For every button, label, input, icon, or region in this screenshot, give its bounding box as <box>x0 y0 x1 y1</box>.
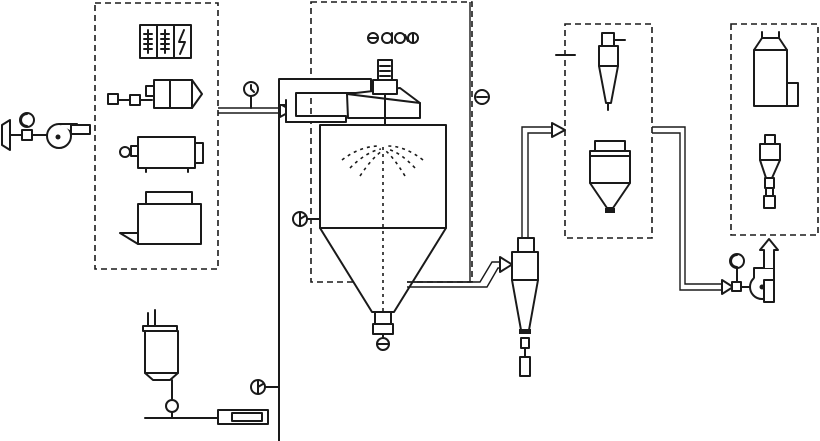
heater-options-group <box>94 2 219 270</box>
coal-furnace-heater <box>119 191 202 245</box>
wet-scrubber <box>753 31 799 107</box>
supply-fan <box>46 123 91 149</box>
exhaust-stack-cyclone <box>759 134 781 209</box>
air-filter <box>1 119 47 151</box>
drying-chamber <box>319 124 447 351</box>
steam-heater <box>119 136 204 173</box>
electric-heater <box>139 24 192 59</box>
exhaust-treatment-group <box>730 23 819 236</box>
atomizer-drive-icons <box>367 32 419 44</box>
feed-line-gauge <box>250 379 280 395</box>
exhaust-duct <box>652 126 734 295</box>
hot-air-distributor <box>278 78 421 123</box>
chamber-outlet-duct <box>407 2 513 288</box>
exhaust-temperature-gauge <box>729 253 745 283</box>
supply-fan-motor-gauge <box>19 112 35 128</box>
feed-tank <box>142 309 179 381</box>
feed-pump <box>144 379 269 425</box>
primary-cyclone <box>511 237 539 377</box>
bag-filter <box>589 140 631 213</box>
exhaust-fan <box>731 267 775 303</box>
spray-pattern <box>341 145 424 177</box>
exhaust-riser-arrow <box>759 238 779 268</box>
secondary-cyclone <box>598 32 626 111</box>
oil-burner-heater <box>107 79 203 109</box>
atomizer-gauge <box>474 89 490 105</box>
inlet-temperature-gauge <box>243 81 259 109</box>
primary-cyclone-gas-outlet <box>521 122 566 238</box>
chamber-pressure-gauge <box>292 211 321 227</box>
